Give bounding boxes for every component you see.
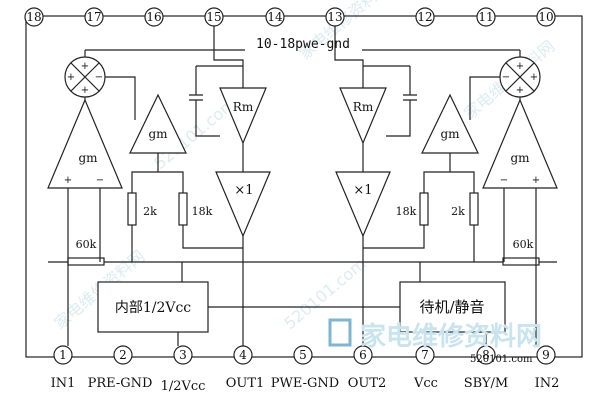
pin-2: 2 xyxy=(119,348,127,362)
resistor-60k-left: 60k xyxy=(67,238,105,266)
svg-text:18k: 18k xyxy=(192,205,213,218)
pin-6: 6 xyxy=(359,348,367,362)
svg-text:×1: ×1 xyxy=(234,183,253,198)
multiplier-right: + − + + xyxy=(499,56,541,98)
svg-text:gm: gm xyxy=(78,151,98,165)
svg-text:+: + xyxy=(516,61,524,72)
watermark-diag-4: 520101.com xyxy=(280,254,369,333)
svg-text:60k: 60k xyxy=(76,238,97,251)
bus-line xyxy=(84,49,521,60)
gm-amplifier-left-small: gm xyxy=(129,93,187,154)
buffer-left: ×1 xyxy=(215,171,271,238)
svg-text:gm: gm xyxy=(510,151,530,165)
label-pre-gnd: PRE-GND xyxy=(88,376,153,391)
label-in1: IN1 xyxy=(51,376,76,391)
capacitor-right xyxy=(363,65,417,137)
pin-3: 3 xyxy=(179,348,187,362)
label-out2: OUT2 xyxy=(348,376,387,391)
label-half-vcc: 1/2Vcc xyxy=(161,379,206,394)
svg-text:+: + xyxy=(64,175,72,186)
watermark-logo-url: 520101.com xyxy=(470,354,533,365)
pin-9: 9 xyxy=(542,348,550,362)
watermark-diag-1: 家电维修资料网 xyxy=(295,0,393,63)
svg-text:−: − xyxy=(95,72,103,83)
pin-13: 13 xyxy=(327,10,342,24)
resistor-18k-right: 18k xyxy=(396,192,429,226)
bottom-pins: 1 2 3 4 5 6 7 8 9 xyxy=(53,345,556,365)
svg-text:gm: gm xyxy=(148,127,168,141)
wiring xyxy=(48,26,557,346)
gm-amplifier-left-large: gm + − xyxy=(47,98,123,189)
pin-1: 1 xyxy=(59,348,67,362)
internal-half-vcc-block: 内部1/2Vcc xyxy=(97,281,209,333)
multiplier-left: + + − + xyxy=(64,56,106,98)
svg-text:+: + xyxy=(81,85,89,96)
resistor-60k-right: 60k xyxy=(502,238,540,266)
pin-12: 12 xyxy=(417,10,432,24)
pin-10: 10 xyxy=(538,10,553,24)
svg-text:2k: 2k xyxy=(451,205,465,218)
resistor-2k-right: 2k xyxy=(451,192,479,226)
svg-text:+: + xyxy=(81,61,89,72)
svg-text:+: + xyxy=(67,72,75,83)
pin-18: 18 xyxy=(26,10,41,24)
label-sby-m: SBY/M xyxy=(464,376,509,391)
svg-text:−: − xyxy=(96,175,104,186)
standby-mute-block: 待机/静音 xyxy=(399,281,506,333)
pin-17: 17 xyxy=(86,10,101,24)
gm-amplifier-right-large: gm − + xyxy=(482,98,558,189)
bus-label: 10-18pwe-gnd xyxy=(256,37,350,52)
svg-text:−: − xyxy=(502,72,510,83)
svg-text:+: + xyxy=(530,72,538,83)
internal-vcc-label: 内部1/2Vcc xyxy=(115,300,191,316)
resistor-2k-left: 2k xyxy=(127,192,157,226)
resistor-18k-left: 18k xyxy=(178,192,213,226)
svg-text:−: − xyxy=(500,175,508,186)
label-vcc: Vcc xyxy=(413,376,438,391)
rm-right: Rm xyxy=(339,87,387,145)
svg-text:gm: gm xyxy=(440,127,460,141)
label-out1: OUT1 xyxy=(226,376,265,391)
pin-8: 8 xyxy=(482,348,490,362)
standby-mute-label: 待机/静音 xyxy=(419,298,484,316)
pin-7: 7 xyxy=(421,348,429,362)
pin-14: 14 xyxy=(267,10,283,24)
top-pins: 18 17 16 15 14 13 12 11 10 xyxy=(24,7,556,27)
pin-11: 11 xyxy=(478,10,493,24)
svg-text:+: + xyxy=(516,85,524,96)
pin-16: 16 xyxy=(146,10,161,24)
svg-text:Rm: Rm xyxy=(233,100,254,114)
pin-5: 5 xyxy=(299,348,307,362)
svg-text:×1: ×1 xyxy=(353,183,372,198)
svg-text:18k: 18k xyxy=(396,205,417,218)
pin-4: 4 xyxy=(239,348,247,362)
label-pwe-gnd: PWE-GND xyxy=(271,376,339,391)
svg-text:+: + xyxy=(532,175,540,186)
pin-15: 15 xyxy=(206,10,221,24)
watermark-logo: 家电维修资料网 520101.com xyxy=(328,318,542,365)
buffer-right: ×1 xyxy=(335,171,391,238)
capacitor-left xyxy=(189,65,243,137)
svg-text:Rm: Rm xyxy=(353,100,374,114)
svg-text:2k: 2k xyxy=(143,205,157,218)
svg-text:60k: 60k xyxy=(513,238,534,251)
watermark-logo-text: 家电维修资料网 xyxy=(360,321,542,352)
bottom-pin-labels: IN1 PRE-GND 1/2Vcc OUT1 PWE-GND OUT2 Vcc… xyxy=(51,376,560,394)
label-in2: IN2 xyxy=(535,376,560,391)
